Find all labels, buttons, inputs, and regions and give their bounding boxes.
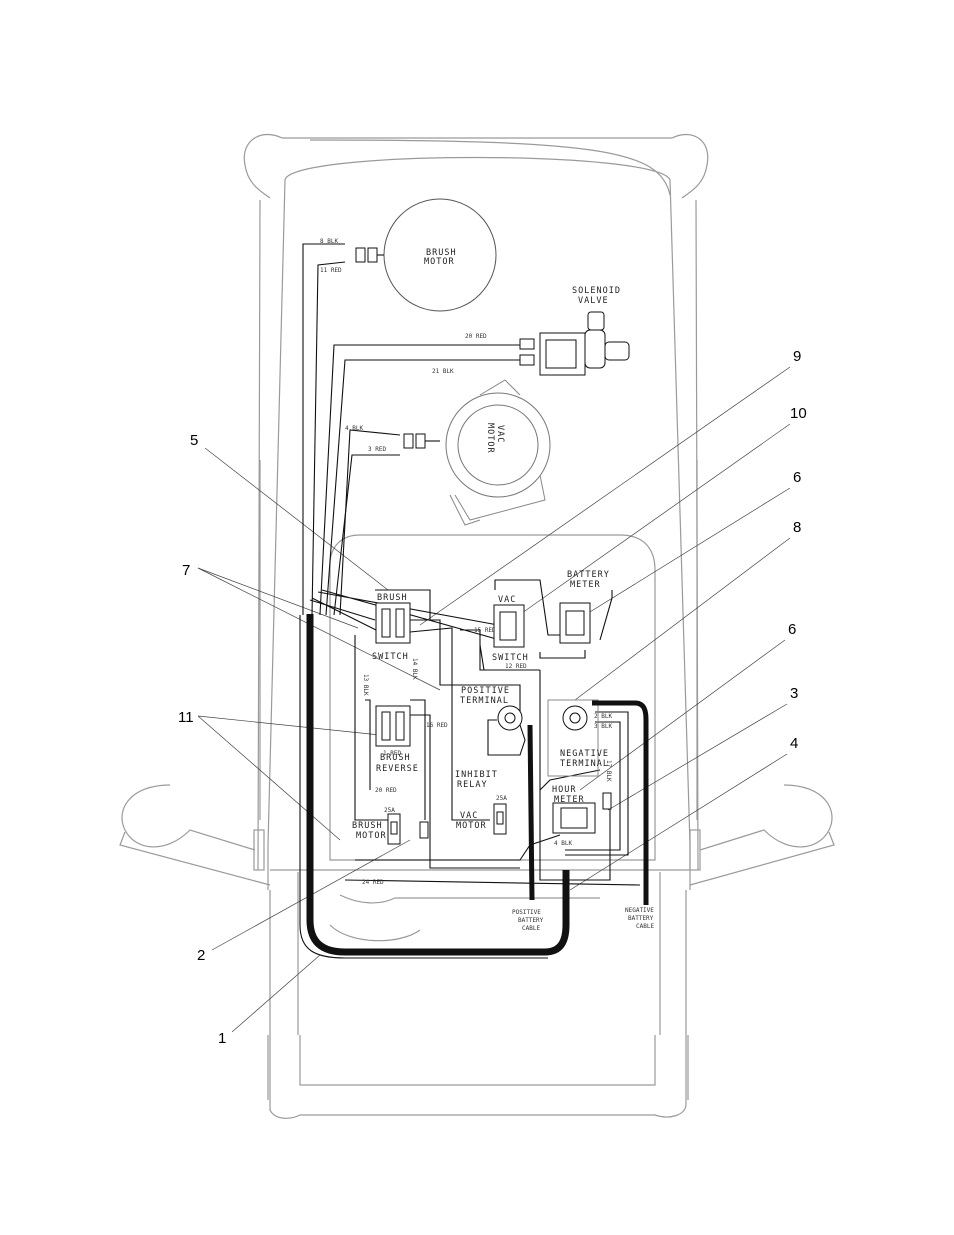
positive-battery-cable: POSITIVE BATTERY CABLE: [299, 614, 570, 959]
callout-8: 8: [793, 519, 801, 536]
vac-motor: VAC MOTOR 4 BLK 3 RED: [345, 379, 551, 526]
callouts: 9 10 6 8 6 3 4 5 7 11 2 1: [178, 348, 807, 1047]
svg-text:REVERSE: REVERSE: [376, 764, 419, 774]
callout-2: 2: [197, 947, 205, 964]
svg-text:SOLENOID: SOLENOID: [572, 286, 621, 296]
svg-text:MOTOR: MOTOR: [485, 423, 495, 454]
svg-text:2 BLK: 2 BLK: [594, 713, 612, 720]
svg-text:TERMINAL: TERMINAL: [560, 759, 609, 769]
svg-text:14 BLK: 14 BLK: [411, 658, 418, 680]
callout-1: 1: [218, 1030, 226, 1047]
svg-text:INHIBIT: INHIBIT: [455, 770, 498, 780]
console-wiring: 12 RED 13 BLK 14 BLK 15 RED 16 RED 17 BL…: [344, 579, 641, 886]
callout-7: 7: [182, 562, 190, 579]
callout-3: 3: [790, 685, 798, 702]
machine-body-outline: [119, 133, 835, 1119]
svg-text:SWITCH: SWITCH: [492, 653, 529, 663]
callout-10: 10: [790, 405, 807, 422]
callout-5: 5: [190, 432, 198, 449]
svg-text:MOTOR: MOTOR: [424, 257, 455, 267]
svg-text:TERMINAL: TERMINAL: [460, 696, 509, 706]
svg-text:POSITIVE: POSITIVE: [512, 909, 541, 916]
svg-text:4 BLK: 4 BLK: [345, 425, 363, 432]
negative-battery-cable: NEGATIVE BATTERY CABLE: [592, 700, 654, 930]
svg-text:VAC: VAC: [498, 595, 516, 605]
callout-4: 4: [790, 735, 798, 752]
svg-text:VAC: VAC: [495, 425, 505, 443]
svg-text:METER: METER: [570, 580, 601, 590]
svg-text:VALVE: VALVE: [578, 296, 609, 306]
svg-text:METER: METER: [554, 795, 585, 805]
callout-6-bottom: 6: [788, 621, 796, 638]
negative-terminal: NEGATIVE TERMINAL: [547, 699, 609, 777]
svg-text:HOUR: HOUR: [552, 785, 576, 795]
svg-text:BATTERY: BATTERY: [628, 915, 654, 922]
svg-text:CABLE: CABLE: [636, 923, 654, 930]
svg-text:VAC: VAC: [460, 811, 478, 821]
svg-text:MOTOR: MOTOR: [356, 831, 387, 841]
svg-text:17 BLK: 17 BLK: [605, 760, 612, 782]
svg-text:BRUSH: BRUSH: [352, 821, 383, 831]
callout-11: 11: [178, 709, 194, 726]
svg-text:8 BLK: 8 BLK: [320, 238, 338, 245]
svg-text:BATTERY: BATTERY: [567, 570, 610, 580]
brush-motor-breaker: 25A BRUSH MOTOR: [352, 807, 429, 845]
brush-switch: BRUSH SWITCH: [372, 593, 411, 662]
svg-text:25A: 25A: [496, 795, 507, 802]
svg-text:CABLE: CABLE: [522, 925, 540, 932]
inhibit-relay: INHIBIT RELAY: [455, 770, 498, 790]
svg-text:BRUSH: BRUSH: [380, 753, 411, 763]
wire-harness: [302, 243, 520, 641]
svg-text:MOTOR: MOTOR: [456, 821, 487, 831]
brush-reverse-switch: BRUSH REVERSE: [375, 705, 419, 774]
svg-text:4 BLK: 4 BLK: [554, 840, 572, 847]
svg-text:20 RED: 20 RED: [465, 333, 487, 340]
svg-text:SWITCH: SWITCH: [372, 652, 409, 662]
svg-text:BRUSH: BRUSH: [426, 248, 457, 258]
callout-9: 9: [793, 348, 801, 365]
svg-text:BATTERY: BATTERY: [518, 917, 544, 924]
vac-switch: VAC SWITCH: [492, 595, 529, 663]
svg-text:24 RED: 24 RED: [362, 879, 384, 886]
svg-text:BRUSH: BRUSH: [377, 593, 408, 603]
svg-text:11 RED: 11 RED: [320, 267, 342, 274]
callout-6-top: 6: [793, 469, 801, 486]
svg-text:RELAY: RELAY: [457, 780, 488, 790]
svg-text:NEGATIVE: NEGATIVE: [625, 907, 654, 914]
positive-terminal: POSITIVE TERMINAL: [460, 686, 523, 731]
hour-meter: HOUR METER: [552, 785, 612, 834]
svg-text:15 RED: 15 RED: [474, 627, 496, 634]
solenoid-valve: SOLENOID VALVE 20 RED 21 BLK: [432, 286, 630, 376]
battery-meter: BATTERY METER: [559, 570, 610, 644]
svg-text:20 RED: 20 RED: [375, 787, 397, 794]
svg-text:16 RED: 16 RED: [426, 722, 448, 729]
svg-text:NEGATIVE: NEGATIVE: [560, 749, 609, 759]
brush-motor: BRUSH MOTOR 8 BLK 11 RED: [320, 198, 497, 312]
svg-text:13 BLK: 13 BLK: [362, 674, 369, 696]
svg-text:12 RED: 12 RED: [505, 663, 527, 670]
svg-text:3 RED: 3 RED: [368, 446, 386, 453]
svg-text:POSITIVE: POSITIVE: [461, 686, 510, 696]
svg-text:21 BLK: 21 BLK: [432, 368, 454, 375]
svg-text:25A: 25A: [384, 807, 395, 814]
svg-text:1 RED: 1 RED: [383, 750, 401, 757]
vac-motor-breaker: 25A VAC MOTOR: [456, 795, 507, 835]
svg-text:3 BLK: 3 BLK: [594, 723, 612, 730]
